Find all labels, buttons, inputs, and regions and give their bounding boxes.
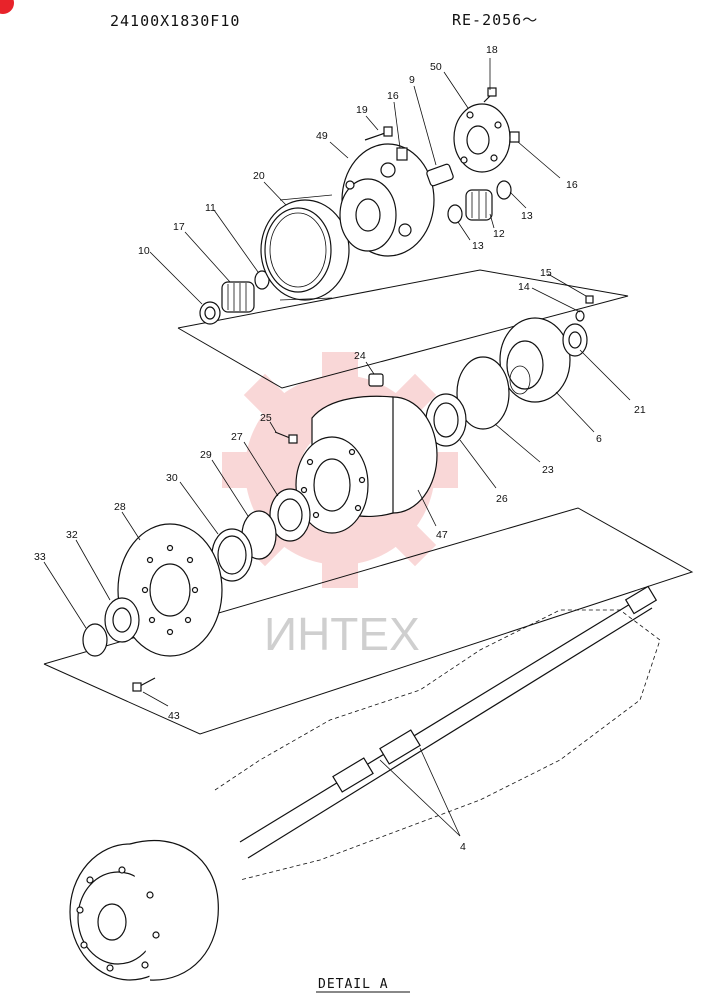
callout-43: 43 (168, 710, 180, 722)
part-11-ring (254, 270, 270, 290)
upper-group-frame (177, 269, 629, 389)
part-17-planet-gear (221, 281, 255, 313)
callout-18: 18 (486, 44, 498, 56)
part-14-washer (575, 310, 585, 322)
axle-housing-outline (214, 609, 661, 881)
part-4-axle-shaft (239, 585, 658, 859)
part-16-pin (396, 147, 408, 161)
callout-24: 24 (354, 350, 366, 362)
part-18-bolt (483, 87, 497, 103)
part-33-snap-ring (82, 623, 108, 657)
callout-25: 25 (260, 412, 272, 424)
part-49-carrier (339, 143, 435, 257)
callout-30: 30 (166, 472, 178, 484)
part-9-pin-shaft (426, 163, 454, 187)
callout-21: 21 (634, 404, 646, 416)
corner-badge (0, 0, 14, 14)
callout-4: 4 (460, 841, 466, 853)
final-drive-hub (69, 839, 219, 981)
part-15-bolt (585, 295, 594, 304)
callout-20: 20 (253, 170, 265, 182)
callout-47: 47 (436, 529, 448, 541)
callout-12: 12 (493, 228, 505, 240)
part-23-o-ring (456, 356, 510, 430)
callout-26: 26 (496, 493, 508, 505)
callout-29: 29 (200, 449, 212, 461)
callout-16-b: 16 (566, 179, 578, 191)
part-13-ring-a (447, 204, 463, 224)
callout-19: 19 (356, 104, 368, 116)
callout-49: 49 (316, 130, 328, 142)
part-30-seal (211, 528, 253, 582)
callout-13-b: 13 (472, 240, 484, 252)
part-43-bolt (132, 677, 156, 692)
part-19-bolt (364, 126, 393, 141)
leader-lines (43, 58, 631, 837)
callout-10: 10 (138, 245, 150, 257)
part-16-pin-b (509, 131, 520, 143)
callout-13-a: 13 (521, 210, 533, 222)
part-47-housing (295, 395, 438, 534)
callout-6: 6 (596, 433, 602, 445)
serial-range: RE-2056～ (452, 11, 539, 29)
part-24-nut (368, 373, 384, 387)
part-13-ring-b (496, 180, 512, 200)
part-25-plug (274, 431, 298, 444)
callout-14: 14 (518, 281, 530, 293)
callout-15: 15 (540, 267, 552, 279)
part-12-planet-gear (465, 189, 493, 221)
callout-11: 11 (205, 202, 216, 214)
part-32-bearing (104, 597, 140, 643)
callout-32: 32 (66, 529, 78, 541)
lower-group-frame (43, 507, 694, 735)
part-number: 24100X1830F10 (110, 12, 241, 30)
part-10-washer (199, 301, 221, 325)
part-6-gear (499, 317, 571, 403)
part-28-brake-disc (117, 523, 223, 657)
callout-33: 33 (34, 551, 46, 563)
callout-9: 9 (409, 74, 415, 86)
part-21-hub (562, 323, 588, 357)
callout-16-a: 16 (387, 90, 399, 102)
part-27-seal (269, 488, 311, 542)
part-50-cover (453, 103, 511, 173)
callout-17: 17 (173, 221, 185, 233)
callout-27: 27 (231, 431, 243, 443)
callout-28: 28 (114, 501, 126, 513)
detail-caption: DETAIL A (318, 977, 389, 992)
callout-50: 50 (430, 61, 442, 73)
watermark-text: ИНТЕХ (264, 608, 420, 660)
part-26-bearing (425, 393, 467, 447)
callout-23: 23 (542, 464, 554, 476)
part-20-ring-gear (260, 194, 350, 301)
